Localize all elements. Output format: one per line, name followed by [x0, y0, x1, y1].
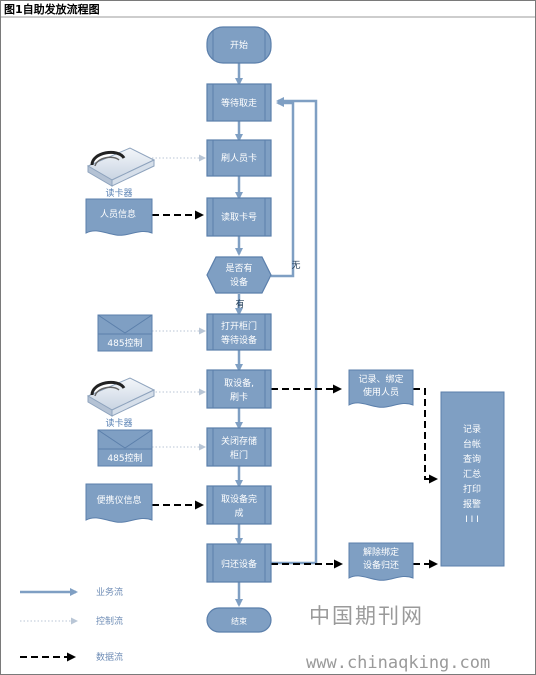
node-start-label: 开始: [230, 39, 248, 51]
legend-control-label: 控制流: [96, 615, 123, 627]
node-take-device: 取设备, 刷卡: [206, 369, 272, 409]
node-wait-fetch-label: 等待取走: [221, 97, 257, 109]
node-has-device-decision: 是否有 设备: [206, 256, 272, 294]
node-read-card: 读取卡号: [206, 197, 272, 237]
node-take-device-line1: 取设备,: [224, 377, 254, 389]
node-read-card-label: 读取卡号: [221, 211, 257, 223]
ledger-line-1: 记录: [463, 424, 481, 435]
node-close-cabinet-line2: 柜门: [230, 449, 248, 461]
ledger-line-7: I I I: [465, 515, 479, 525]
node-take-done-line2: 成: [234, 507, 243, 519]
node-wait-fetch: 等待取走: [206, 83, 272, 122]
legend: 业务流 控制流 数据流: [20, 586, 123, 663]
portable-info-label: 便携仪信息: [96, 494, 141, 506]
card-reader-icon: [86, 147, 156, 187]
node-take-device-line2: 刷卡: [230, 391, 248, 403]
node-end: 结束: [206, 607, 272, 633]
node-return-device-label: 归还设备: [221, 558, 257, 570]
branch-label-yes: 有: [235, 298, 244, 310]
card-reader-icon-mid: [86, 377, 156, 417]
node-close-cabinet-line1: 关闭存储: [221, 435, 257, 447]
document-unbind: 解除绑定 设备归还: [348, 542, 414, 581]
ledger-line-2: 台帐: [463, 438, 481, 450]
branch-label-no: 无: [291, 260, 300, 271]
node-return-device: 归还设备: [206, 543, 272, 583]
ctrl-485-mid-label: 485控制: [107, 452, 142, 464]
control-flow-connectors: [152, 154, 206, 451]
ctrl-485-top-label: 485控制: [107, 337, 142, 349]
node-close-cabinet: 关闭存储 柜门: [206, 427, 272, 467]
record-bind-line1: 记录、绑定: [358, 373, 403, 385]
node-take-done-line1: 取设备完: [221, 493, 257, 505]
legend-business-label: 业务流: [96, 586, 123, 598]
ledger-box: 记录 台帐 查询 汇总 打印 报警 I I I: [440, 391, 505, 567]
document-person-info: 人员信息: [85, 198, 153, 236]
legend-data-label: 数据流: [96, 651, 123, 663]
node-swipe-card: 刷人员卡: [206, 139, 272, 177]
unbind-line1: 解除绑定: [363, 546, 399, 558]
node-open-cabinet-line1: 打开柜门: [221, 320, 257, 332]
watermark-name: 中国期刊网: [309, 604, 424, 628]
data-flow-connectors: [152, 210, 438, 569]
ledger-line-6: 报警: [463, 498, 481, 510]
control-box-485-mid: 485控制: [97, 429, 153, 467]
node-take-done: 取设备完 成: [206, 485, 272, 525]
figure-title: 图1自助发放流程图: [4, 2, 100, 16]
record-bind-line2: 使用人员: [363, 386, 399, 398]
document-portable-info: 便携仪信息: [85, 483, 153, 523]
node-has-device-line2: 设备: [230, 276, 248, 288]
person-info-label: 人员信息: [100, 208, 136, 220]
document-record-bind: 记录、绑定 使用人员: [348, 369, 414, 408]
node-start: 开始: [206, 26, 272, 64]
watermark-url: www.chinaqking.com: [306, 653, 490, 673]
node-swipe-card-label: 刷人员卡: [221, 152, 257, 164]
ledger-line-4: 汇总: [463, 468, 481, 480]
node-has-device-line1: 是否有: [225, 262, 252, 274]
node-open-cabinet-line2: 等待设备: [221, 334, 257, 346]
unbind-line2: 设备归还: [363, 559, 399, 571]
ledger-line-5: 打印: [463, 483, 481, 495]
reader-top-label: 读卡器: [105, 187, 132, 199]
reader-mid-label: 读卡器: [105, 417, 132, 429]
node-open-cabinet: 打开柜门 等待设备: [206, 313, 272, 351]
ledger-line-3: 查询: [463, 453, 481, 465]
node-end-label: 结束: [231, 616, 247, 626]
control-box-485-top: 485控制: [97, 314, 153, 352]
